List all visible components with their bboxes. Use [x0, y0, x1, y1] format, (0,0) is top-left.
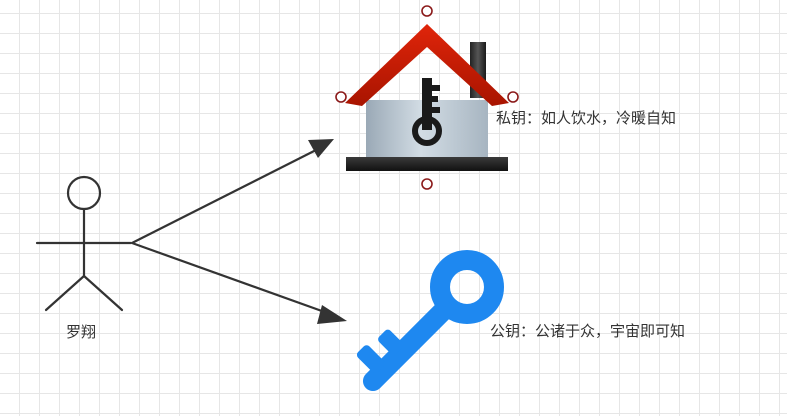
handle-left[interactable] — [335, 91, 347, 103]
selection-handles[interactable] — [335, 5, 519, 190]
key-icon[interactable] — [344, 246, 505, 407]
public-key-label[interactable]: 公钥：公诸于众，宇宙即可知 — [490, 322, 686, 340]
arrow-to-public-key[interactable] — [131, 241, 347, 324]
actor-left-leg — [44, 274, 86, 312]
house-base — [346, 157, 508, 171]
arrow-to-private-key[interactable] — [131, 139, 334, 244]
small-key-icon — [412, 78, 442, 146]
handle-top[interactable] — [421, 5, 433, 17]
private-key-label[interactable]: 私钥：如人饮水，冷暖自知 — [496, 109, 677, 127]
actor-right-leg — [82, 274, 124, 312]
house-roof — [345, 24, 509, 106]
arrowhead — [308, 139, 334, 158]
actor-head — [66, 175, 102, 211]
handle-right[interactable] — [507, 91, 519, 103]
actor-label[interactable]: 罗翔 — [66, 323, 97, 341]
house-with-key-icon[interactable] — [335, 5, 519, 190]
arrowhead — [317, 305, 347, 324]
actor-figure[interactable] — [35, 175, 133, 312]
handle-bottom[interactable] — [421, 178, 433, 190]
